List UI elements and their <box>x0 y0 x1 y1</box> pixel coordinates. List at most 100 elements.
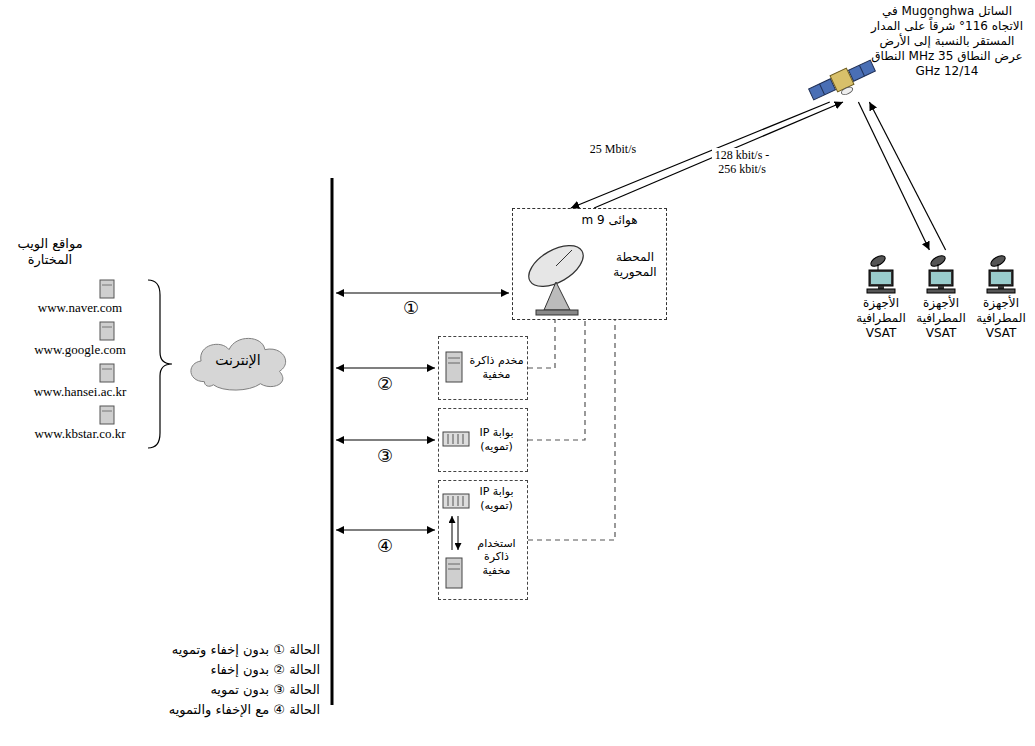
gateway-icon <box>453 434 454 444</box>
web-server-icon <box>100 280 114 298</box>
satellite-icon <box>807 57 879 107</box>
node-text: بوابة IP (تمويه) <box>469 426 524 454</box>
cache-server-icon <box>448 569 460 570</box>
vsat-terminal-icon <box>878 264 879 270</box>
web-server-icon <box>102 285 112 286</box>
vsat-terminal: الأجهزة المطرافية VSAT <box>972 250 1030 350</box>
gateway-icon <box>453 496 454 506</box>
vsat-terminal-icon <box>931 272 951 284</box>
satellite-icon <box>859 65 864 76</box>
gateway-cache-box: بوابة IP (تمويه) استخدام ذاكرة مخفية <box>438 480 528 600</box>
vsat-terminal-icon <box>927 254 955 293</box>
vsat-terminal-icon <box>929 270 953 286</box>
gateway-icon <box>443 432 469 508</box>
gateway-icon <box>448 496 449 506</box>
gateway-icon <box>458 434 459 444</box>
web-server-icon <box>100 322 114 340</box>
satellite-icon <box>809 79 836 100</box>
satellite-icon <box>820 84 825 95</box>
link-arrow <box>571 102 830 208</box>
link-arrow <box>336 292 509 293</box>
vsat-terminal-icon <box>998 264 999 270</box>
vsat-terminal-icon <box>871 272 891 284</box>
vsat-terminal-icon <box>867 254 895 293</box>
node-text: المحطة المحورية <box>608 250 662 280</box>
node-text: الأجهزة المطرافية VSAT <box>852 296 910 341</box>
exchange-arrows <box>452 516 458 550</box>
vsat-terminal-icon <box>987 254 1015 293</box>
gateway-icon <box>463 434 464 444</box>
antenna-dish-icon <box>522 237 590 315</box>
bracket <box>148 280 172 448</box>
callout-number: ① <box>398 297 424 320</box>
data-rate-label: 128 kbit/s - 256 kbit/s <box>712 148 772 177</box>
link-arrow <box>336 529 435 530</box>
cache-server-icon <box>448 564 460 565</box>
gateway-icon <box>463 496 464 506</box>
cache-server-box: مخدم ذاكرة مخفية <box>438 336 528 400</box>
gateway-icon <box>443 494 469 508</box>
antenna-dish-icon <box>544 282 570 310</box>
legend-line: الحالة ① بدون إخفاء وتمويه <box>100 642 320 658</box>
antenna-dish-icon <box>556 250 572 266</box>
vsat-terminal: الأجهزة المطرافية VSAT <box>852 250 910 350</box>
vsat-terminal: الأجهزة المطرافية VSAT <box>912 250 970 350</box>
link-arrow <box>336 439 435 440</box>
vsat-terminal-icon <box>869 270 893 286</box>
data-rate-label: 25 Mbit/s <box>578 142 648 156</box>
cache-server-icon <box>448 358 460 359</box>
web-server-icon <box>100 406 114 424</box>
website-url: www.kbstar.co.kr <box>12 426 148 442</box>
web-server-icon <box>102 411 112 412</box>
group-label: مواقع الويب المختارة <box>12 236 88 269</box>
callout-number: ② <box>372 373 398 396</box>
website-url: www.google.com <box>12 342 148 358</box>
node-text: بوابة IP (تمويه) <box>469 485 524 513</box>
vsat-terminal-icon <box>989 270 1013 286</box>
node-text: الساتل Mugonghwa في الاتجاه 116° شرقاً ع… <box>868 4 1026 79</box>
node-text: مخدم ذاكرة مخفية <box>469 354 524 382</box>
dashed-connector <box>528 320 615 540</box>
cloud-outline <box>191 338 286 390</box>
internet-cloud: الإنترنت <box>182 330 294 392</box>
cache-server-icon <box>446 352 462 588</box>
callout-number: ④ <box>372 535 398 558</box>
link-arrow <box>858 102 929 250</box>
web-server-icon <box>102 369 112 370</box>
vsat-terminal-icon <box>987 289 1015 293</box>
dashed-connector <box>528 320 555 368</box>
callout-number: ③ <box>372 445 398 468</box>
gateway-icon <box>448 434 449 444</box>
website-url: www.hansei.ac.kr <box>12 384 148 400</box>
web-server-icon <box>100 364 114 382</box>
legend-line: الحالة ④ مع الإخفاء والتمويه <box>100 702 320 718</box>
web-server-icon <box>102 327 112 328</box>
node-text: هوائى 9 m <box>557 213 662 228</box>
ip-gateway-box: بوابة IP (تمويه) <box>438 408 528 472</box>
dashed-connector <box>528 320 585 440</box>
satellite-label: الساتل Mugonghwa في الاتجاه 116° شرقاً ع… <box>810 2 1030 102</box>
exchange-arrows <box>458 516 459 550</box>
exchange-arrows <box>452 516 453 550</box>
satellite-icon <box>840 86 853 97</box>
website-url: www.naver.com <box>12 300 148 316</box>
satellite-icon <box>849 60 876 81</box>
gateway-icon <box>458 496 459 506</box>
antenna-dish-icon <box>536 310 578 315</box>
vsat-terminal-icon <box>991 272 1011 284</box>
hub-station-box: هوائى 9 m المحطة المحورية <box>512 208 667 320</box>
legend-line: الحالة ③ بدون تمويه <box>100 682 320 698</box>
cache-server-icon <box>446 558 462 588</box>
node-text: استخدام ذاكرة مخفية <box>469 537 524 578</box>
vsat-terminal-icon <box>927 289 955 293</box>
network-bus <box>331 178 334 705</box>
legend-line: الحالة ② بدون إخفاء <box>100 662 320 678</box>
cache-server-icon <box>448 363 460 364</box>
cache-server-icon <box>446 352 462 382</box>
link-arrow <box>869 102 945 250</box>
node-text: الأجهزة المطرافية VSAT <box>912 296 970 341</box>
node-text: الأجهزة المطرافية VSAT <box>972 296 1030 341</box>
